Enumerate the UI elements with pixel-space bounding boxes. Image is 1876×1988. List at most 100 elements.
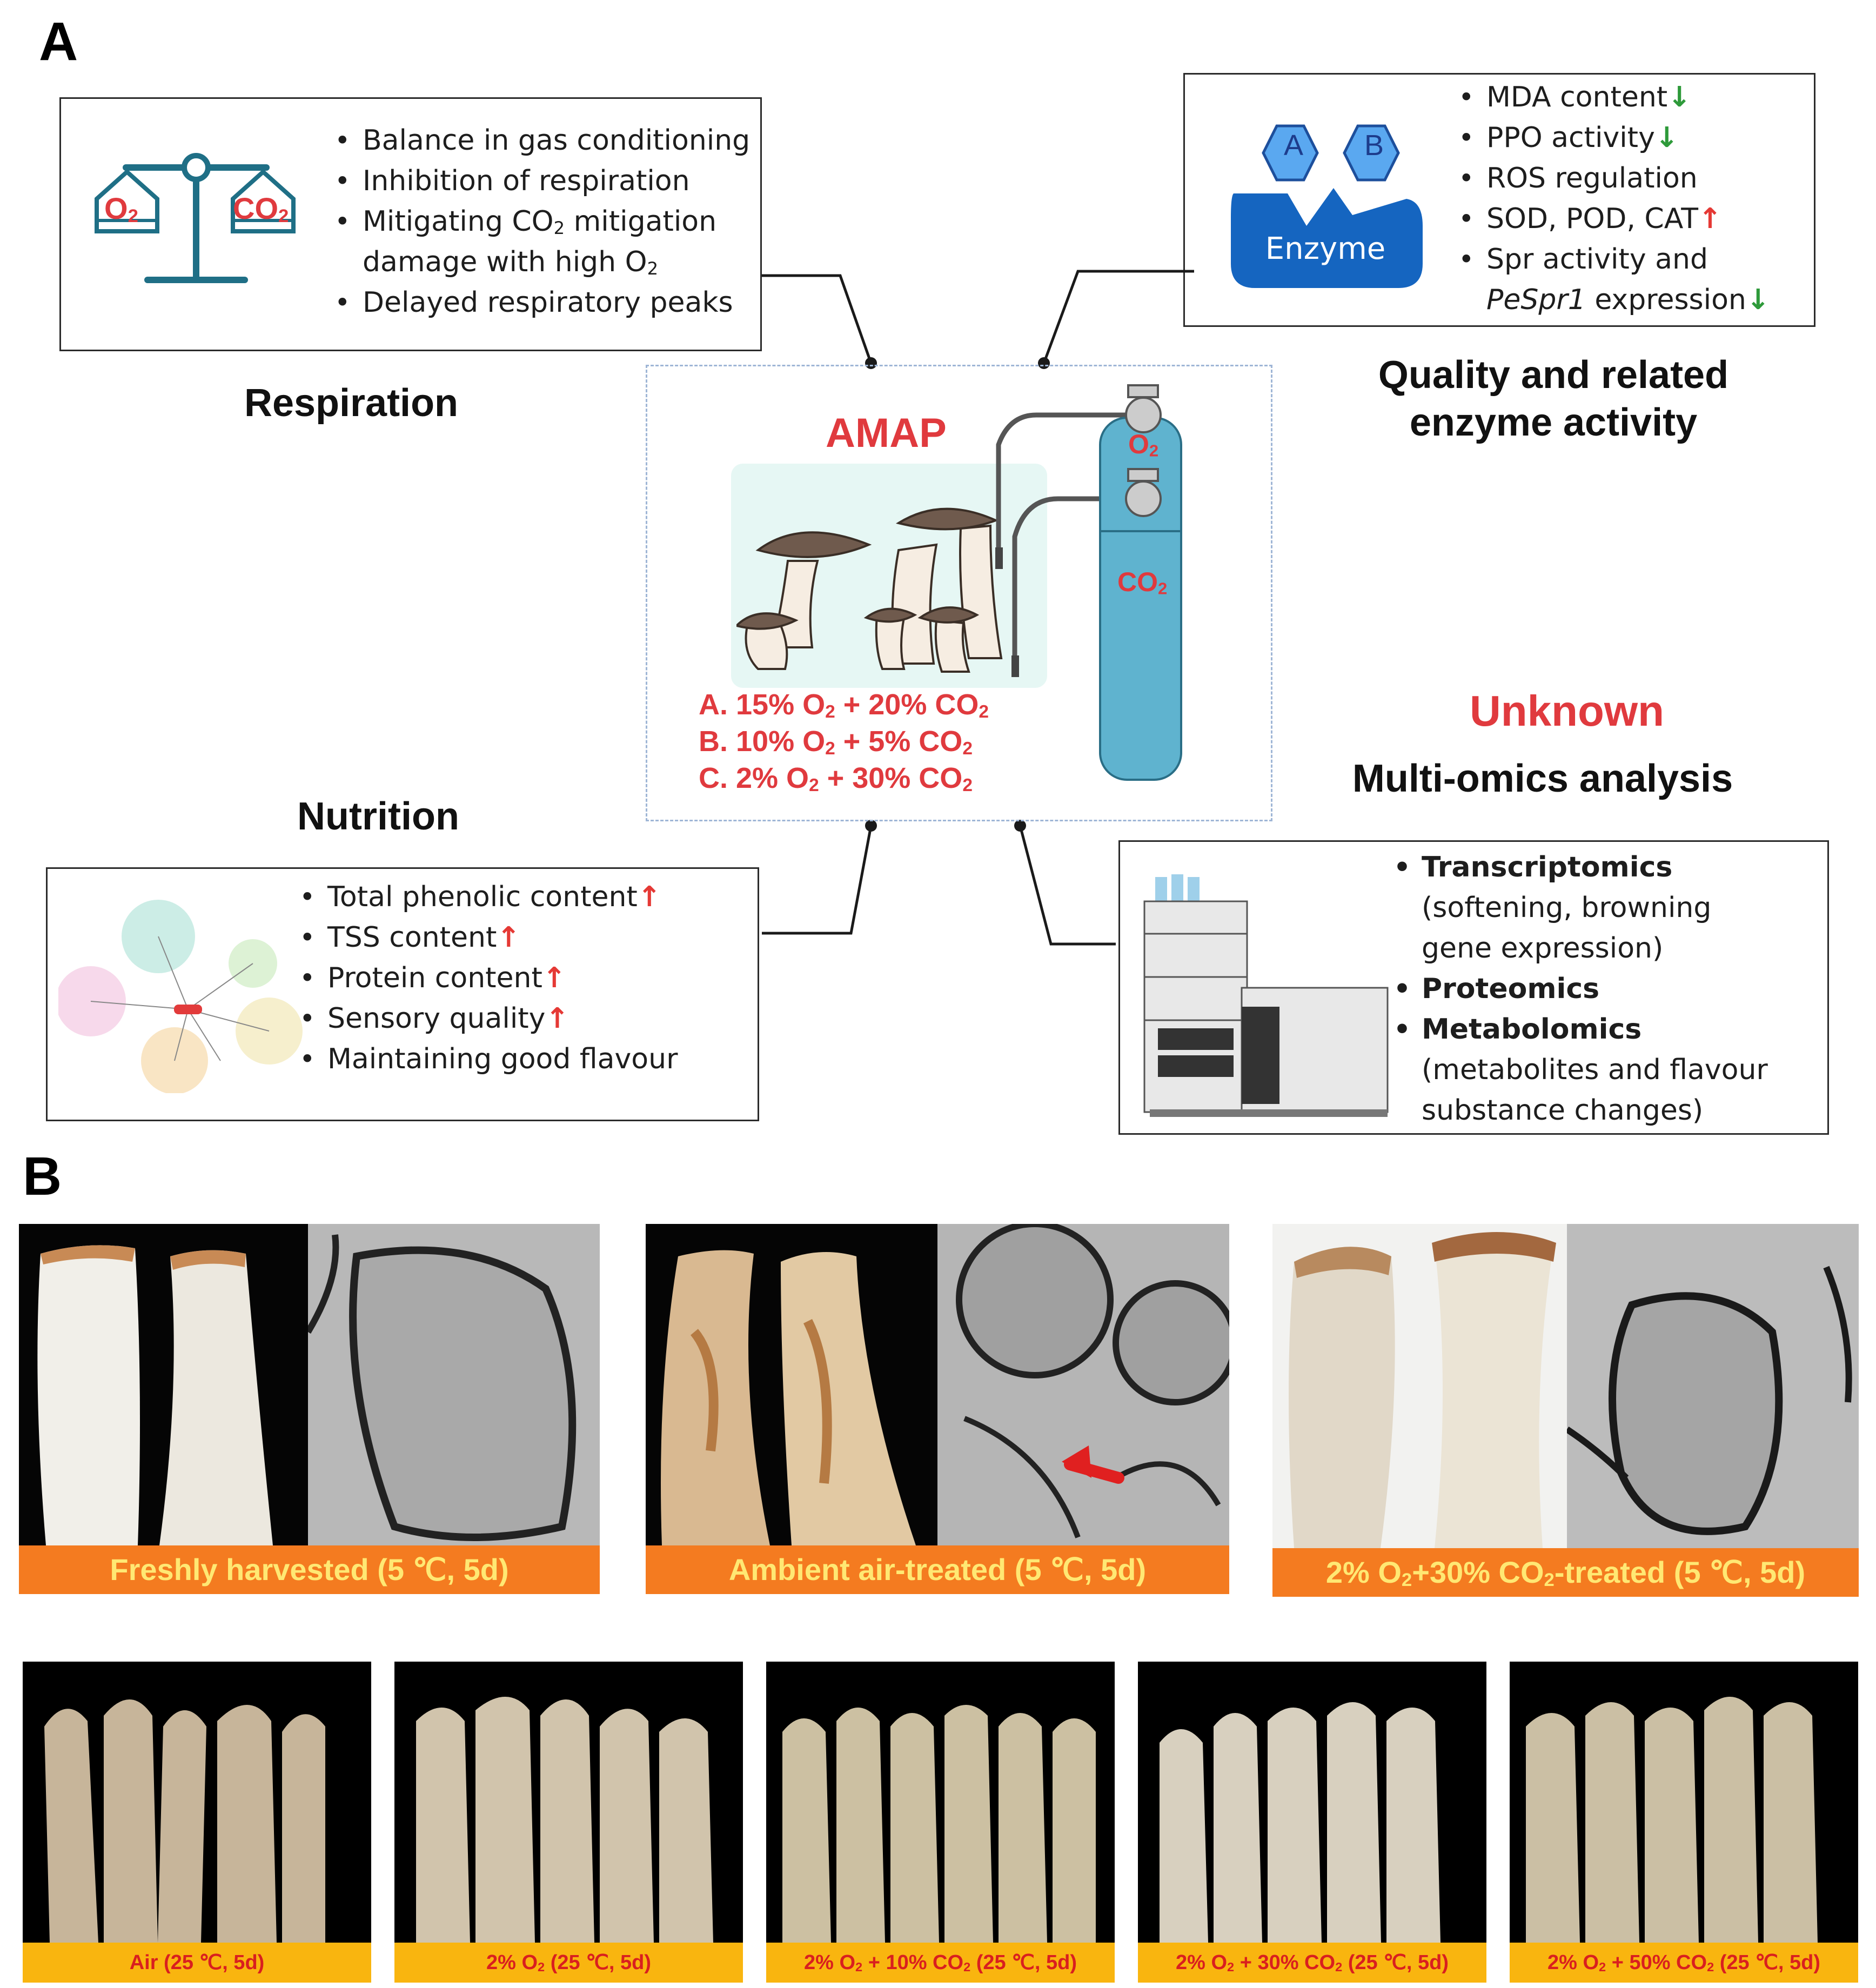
mushroom-photo-2o2 [394,1662,743,1943]
list-item: damage with high O2 [363,246,659,279]
caption-air: Ambient air-treated (5 ℃, 5d) [646,1545,1229,1594]
list-item: PPO activity↓ [1455,118,1770,158]
quality-heading: Quality and related enzyme activity [1324,351,1783,446]
omics-heading: Multi-omics analysis [1352,757,1733,800]
mushroom-photo-2o2-10co2 [766,1662,1115,1943]
up-arrow-icon: ↑ [637,881,661,913]
list-item: TSS content↑ [296,918,678,958]
caption-2o2-30co2: 2% O2 + 30% CO2 (25 ℃, 5d) [1138,1943,1486,1983]
balance-co2-label: CO2 [233,191,289,226]
item-text: Spr activity and [1486,243,1708,276]
caption-2o2-10co2: 2% O2 + 10% CO2 (25 ℃, 5d) [766,1943,1115,1983]
cylinder-o2-label: O2 [1128,429,1159,460]
caption-text: 2% O2 + 50% CO2 (25 ℃, 5d) [1547,1951,1820,1974]
list-item: PeSpr1 expression↓ [1455,280,1770,320]
mushroom-photo-2o2-50co2 [1510,1662,1858,1943]
up-arrow-icon: ↑ [545,1002,570,1035]
panel-label-b: B [23,1146,62,1207]
enzyme-label: Enzyme [1265,231,1386,266]
item-text: PPO activity [1486,122,1655,154]
list-item: Delayed respiratory peaks [331,283,750,323]
list-item: Transcriptomics [1390,847,1768,888]
air-mushroom-photo [646,1224,937,1545]
item-text: Protein content [327,962,542,994]
item-text: Total phenolic content [327,881,638,913]
caption-text: 2% O2 + 30% CO2 (25 ℃, 5d) [1175,1951,1449,1974]
balance-scale-icon [95,153,296,283]
list-item: Spr activity and [1455,239,1770,280]
caption-text: 2% O2 (25 ℃, 5d) [486,1951,651,1974]
caption-text: Air (25 ℃, 5d) [129,1951,265,1974]
item-text: expression [1585,284,1746,316]
quality-list: MDA content↓ PPO activity↓ ROS regulatio… [1455,77,1770,320]
mushroom-photo-2o2-30co2 [1138,1662,1486,1943]
fresh-tem-image [308,1224,600,1545]
omics-box: Transcriptomics (softening, browning gen… [1118,840,1829,1135]
cylinder-co2-label: CO2 [1117,567,1168,598]
item-text: TSS content [327,921,497,954]
down-arrow-icon: ↓ [1667,81,1691,113]
respiration-list: Balance in gas conditioning Inhibition o… [331,121,750,323]
co2-tem-image [1567,1224,1859,1548]
list-item: MDA content↓ [1455,77,1770,118]
condition-a: A. 15% O2 + 20% CO2 [699,688,989,722]
list-item: Metabolomics [1390,1009,1768,1050]
down-arrow-icon: ↓ [1654,122,1679,154]
hex-b-label: B [1364,129,1384,162]
caption-fresh: Freshly harvested (5 ℃, 5d) [19,1545,600,1594]
unknown-label: Unknown [1470,687,1664,735]
list-item: Sensory quality↑ [296,999,678,1039]
condition-b: B. 10% O2 + 5% CO2 [699,725,973,759]
list-item: Proteomics [1390,969,1768,1009]
up-arrow-icon: ↑ [497,921,520,954]
lc-ms-instrument-icon [1143,874,1389,1117]
gas-cylinder-icon [995,384,1182,781]
list-item: Mitigating CO2 mitigation [331,202,750,242]
item-text: MDA content [1486,81,1668,113]
list-item: (metabolites and flavour [1422,1054,1768,1086]
up-arrow-icon: ↑ [1698,203,1722,235]
caption-air-25c: Air (25 ℃, 5d) [23,1943,371,1983]
list-item: substance changes) [1422,1094,1704,1127]
list-item: SOD, POD, CAT↑ [1455,199,1770,239]
balance-o2-text: O2 [104,191,138,227]
up-arrow-icon: ↑ [542,962,566,994]
condition-c: C. 2% O2 + 30% CO2 [699,762,973,796]
caption-text: 2% O2 + 10% CO2 (25 ℃, 5d) [803,1951,1077,1974]
nutrition-list: Total phenolic content↑ TSS content↑ Pro… [296,877,678,1080]
amap-title: AMAP [826,410,947,456]
item-text: Sensory quality [327,1002,546,1035]
quality-heading-line2: enzyme activity [1409,401,1698,444]
caption-text: 2% O2+30% CO2-treated (5 ℃, 5d) [1325,1555,1806,1591]
list-item: Total phenolic content↑ [296,877,678,918]
mushroom-photo-air-25c [23,1662,371,1943]
item-text: SOD, POD, CAT [1486,203,1699,235]
respiration-box: O2 CO2 Balance in gas conditioning Inhib… [59,97,762,351]
panel-label-a: A [39,11,78,72]
nutrition-box: Total phenolic content↑ TSS content↑ Pro… [46,867,759,1121]
co2-mushroom-photo [1272,1224,1567,1548]
list-item: Balance in gas conditioning [331,121,750,161]
list-item: ROS regulation [1455,158,1770,199]
balance-o2-label: O2 [104,191,138,226]
network-icon [58,900,303,1093]
list-item: Inhibition of respiration [331,161,750,202]
caption-2o2-50co2: 2% O2 + 50% CO2 (25 ℃, 5d) [1510,1943,1858,1983]
gene-name: PeSpr1 [1486,284,1586,316]
list-item: gene expression) [1422,932,1664,965]
caption-co2: 2% O2+30% CO2-treated (5 ℃, 5d) [1272,1548,1859,1597]
list-item: Maintaining good flavour [296,1039,678,1080]
caption-2o2: 2% O2 (25 ℃, 5d) [394,1943,743,1983]
respiration-heading: Respiration [244,381,459,425]
hex-a-label: A [1284,129,1304,162]
down-arrow-icon: ↓ [1746,284,1770,316]
caption-text: Freshly harvested (5 ℃, 5d) [110,1552,509,1587]
amap-box: AMAP A. 15% O2 + 20% CO2 B. 10% O2 + 5% … [646,365,1272,821]
quality-box: A B Enzyme MDA content↓ PPO activity↓ RO… [1183,73,1815,327]
caption-text: Ambient air-treated (5 ℃, 5d) [728,1552,1147,1587]
list-item: Protein content↑ [296,958,678,999]
fresh-mushroom-photo [19,1224,308,1545]
quality-heading-line1: Quality and related [1378,353,1729,397]
list-item: (softening, browning [1422,892,1712,924]
item-text: Maintaining good flavour [327,1043,678,1075]
